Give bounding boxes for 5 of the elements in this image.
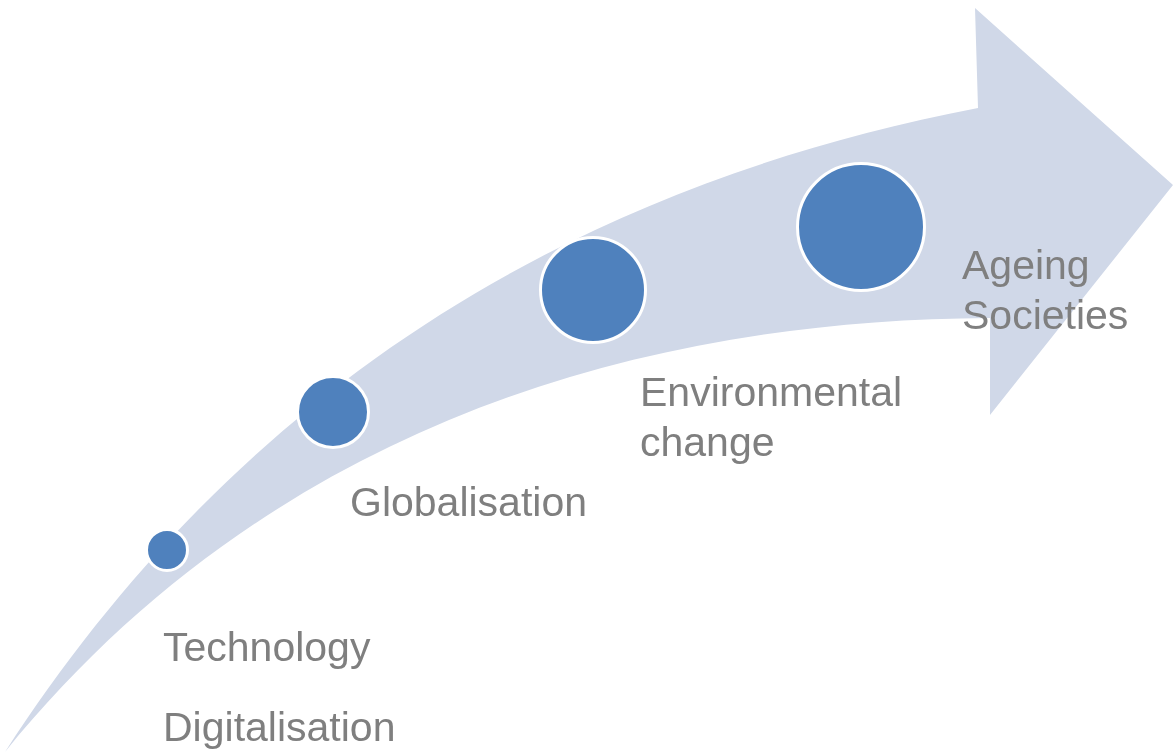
- trend-label: Technology: [163, 623, 372, 672]
- trend-label: Digitalisation: [163, 703, 397, 752]
- trend-label: Ageing Societies: [962, 241, 1130, 340]
- trend-label: Environmental change: [640, 368, 904, 467]
- trend-label: Globalisation: [350, 478, 589, 527]
